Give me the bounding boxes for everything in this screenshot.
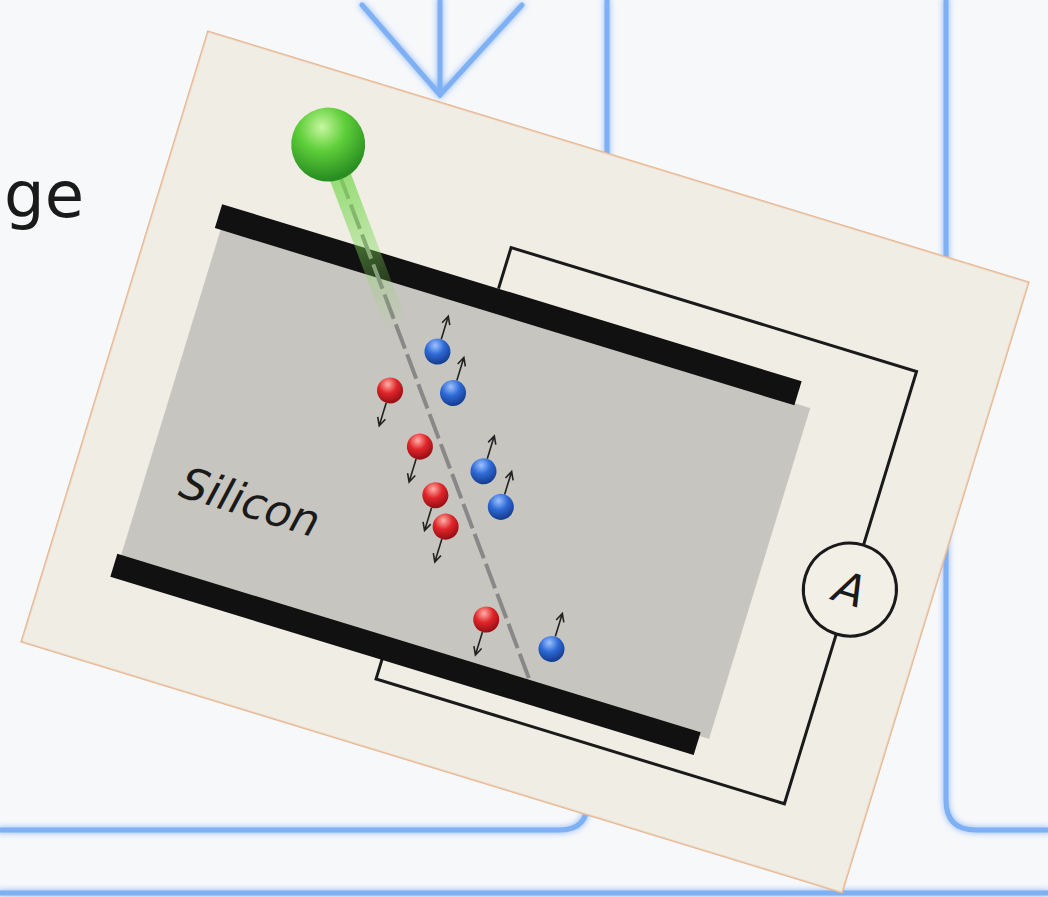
- hole-carrier: [485, 468, 524, 523]
- electron-ball: [419, 479, 451, 511]
- particle-track: [196, 145, 662, 680]
- incident-particle: [282, 98, 374, 190]
- electron-carrier: [367, 374, 406, 429]
- hole-ball: [467, 455, 499, 487]
- cut-off-word: ge: [4, 160, 84, 230]
- motion-arrow: [405, 458, 420, 483]
- electron-carrier: [397, 430, 436, 485]
- material-label: Silicon: [174, 458, 325, 546]
- hole-carrier: [535, 610, 574, 665]
- electron-ball: [374, 374, 406, 406]
- motion-arrow: [375, 402, 390, 427]
- hole-carrier: [467, 432, 506, 487]
- electron-ball: [404, 430, 436, 462]
- hole-ball: [535, 633, 567, 665]
- motion-arrow: [472, 631, 487, 656]
- motion-arrow: [437, 315, 452, 340]
- electron-carrier: [422, 510, 461, 565]
- electrode-plate: [110, 554, 700, 755]
- hole-ball: [437, 377, 469, 409]
- hole-ball: [421, 335, 453, 367]
- hole-ball: [485, 491, 517, 523]
- motion-arrow: [483, 435, 498, 460]
- motion-arrow: [431, 538, 446, 563]
- hole-carrier: [421, 312, 460, 367]
- electron-carrier: [463, 603, 502, 658]
- electron-ball: [429, 510, 461, 542]
- illustration-card: SiliconA: [19, 29, 1031, 895]
- motion-arrow: [551, 612, 566, 637]
- meter-letter: A: [828, 562, 871, 617]
- detector-illustration: [19, 29, 1031, 895]
- motion-arrow: [453, 356, 468, 381]
- charge-carriers: [311, 302, 648, 679]
- electrode-plate: [215, 204, 802, 405]
- paper-card: [20, 30, 1030, 893]
- electron-ball: [470, 603, 502, 635]
- hole-carrier: [437, 354, 476, 409]
- motion-arrow: [501, 470, 516, 495]
